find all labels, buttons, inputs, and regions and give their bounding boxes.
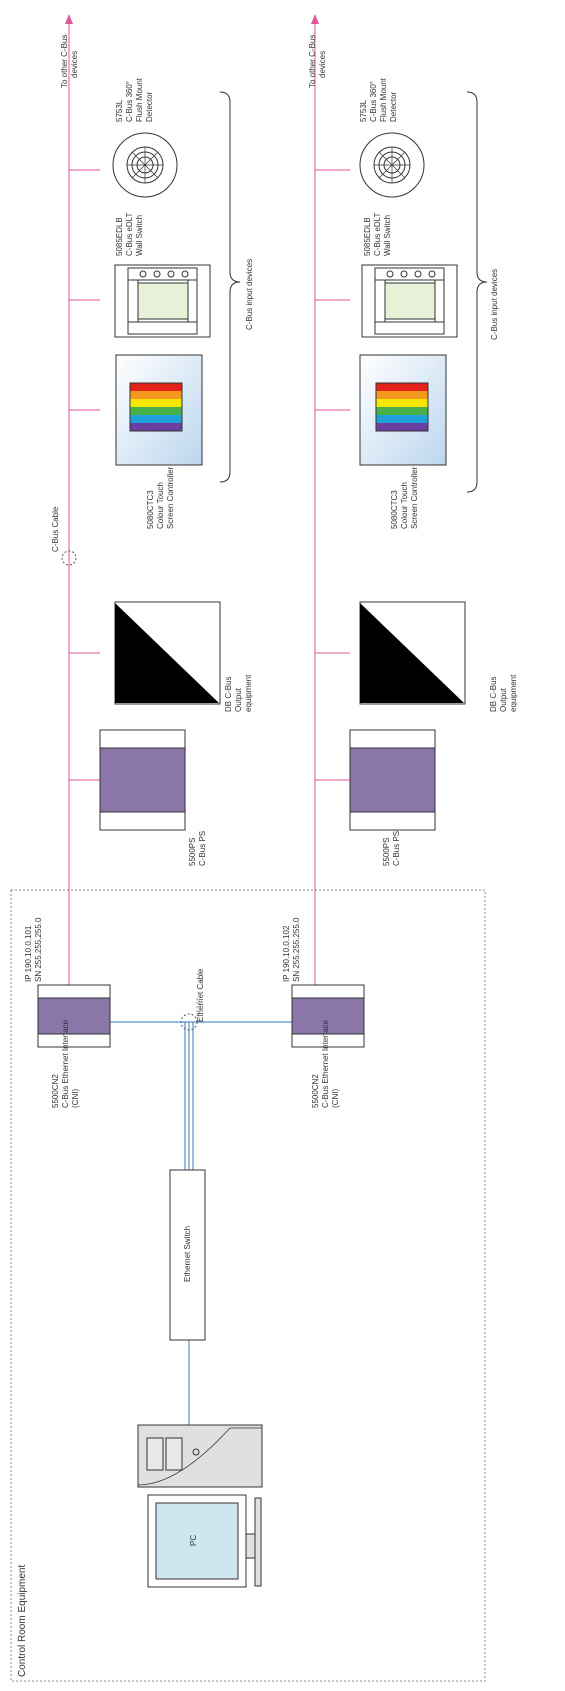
cni-2-label-line-3: (CNI) [331,1089,340,1108]
pc-monitor-icon [147,1494,262,1588]
cni-2-address-line-1: IP 190.10.0.102 [282,925,291,982]
output-1-label-line-3: equipment [244,674,253,712]
detector-1-label-line-3: Flush Mount [135,77,144,122]
detector-2-label-line-2: C-Bus 360° [369,81,378,122]
touch-screen-1-label-line-3: Screen Controller [166,466,175,529]
output-2-label-line-2: Output [499,687,508,712]
touch-screen-2-label-line-3: Screen Controller [410,466,419,529]
cbus-continue-arrow-1 [65,14,73,24]
cni-2-label-line-1: 5500CN2 [311,1074,320,1108]
power-supply-1-label-line-1: 5500PS [188,838,197,866]
cni-1-label-line-1: 5500CN2 [51,1074,60,1108]
cni-module-1 [37,984,111,1048]
ethernet-switch-label: Ethernet Switch [183,1226,192,1282]
cni-module-2 [291,984,365,1048]
pc-label: PC [189,1535,198,1546]
control-room-region [10,889,486,1682]
power-supply-1-label-line-2: C-Bus PS [198,831,207,866]
power-supply-1 [99,729,186,831]
wall-switch-1-label-line-1: 5085EDLB [115,217,124,256]
wall-switch-2-label-line-3: Wall Switch [383,215,392,256]
cbus-cable-marker [61,550,77,566]
ethernet-cable-marker [180,1013,198,1031]
touch-screen-controller-2 [359,354,447,466]
input-devices-1-label: C-Bus input devices [245,259,254,330]
output-1-label-line-2: Output [234,687,243,712]
other-devices-1-label-line-2: devices [70,51,79,78]
detector-2-label-line-4: Detector [389,91,398,122]
touch-screen-2-label-line-2: Colour Touch [400,482,409,529]
touch-screen-1-label-line-1: 5080CTC3 [146,490,155,529]
control-room-label: Control Room Equipment [17,1565,28,1677]
ethernet-switch [169,1169,206,1341]
other-devices-1-label-line-1: To other C-Bus [60,35,69,88]
ethernet-wiring [110,1021,292,1425]
touch-screen-2-label-line-1: 5080CTC3 [390,490,399,529]
wall-switch-2-label-line-2: C-Bus eDLT [373,212,382,256]
other-devices-2-label-line-1: To other C-Bus [308,35,317,88]
cni-1-address-line-1: IP 190.10.0.101 [24,925,33,982]
pc-tower-icon [137,1424,263,1488]
cbus-network-1-wiring [68,22,100,985]
ethernet-cable-label: Ethernet Cable [196,968,205,1022]
detector-2-label-line-3: Flush Mount [379,77,388,122]
output-equipment-2 [359,601,466,705]
detector-1-label-line-4: Detector [145,91,154,122]
input-devices-2-label: C-Bus input devices [490,269,499,340]
detector-1-label-line-1: 5753L [115,99,124,122]
cni-2-label-line-2: C-Bus Ethernet Interface [321,1019,330,1108]
cni-1-address-line-2: SN 255.255.255.0 [34,917,43,982]
power-supply-2-label-line-1: 5500PS [382,838,391,866]
output-2-label-line-3: equipment [509,674,518,712]
detector-1-label-line-2: C-Bus 360° [125,81,134,122]
output-equipment-1 [114,601,221,705]
cbus-network-2-wiring [314,22,350,985]
detector-2-label-line-1: 5753L [359,99,368,122]
wall-switch-2 [361,264,458,338]
motion-detector-2 [359,132,425,198]
input-devices-bracket-1 [219,91,241,483]
wall-switch-1 [114,264,211,338]
other-devices-2-label-line-2: devices [318,51,327,78]
cbus-cable-label: C-Bus Cable [51,506,60,552]
wall-switch-1-label-line-2: C-Bus eDLT [125,212,134,256]
cni-2-address-line-2: SN 255.255.255.0 [292,917,301,982]
cni-1-label-line-3: (CNI) [71,1089,80,1108]
wall-switch-2-label-line-1: 5085EDLB [363,217,372,256]
motion-detector-1 [112,132,178,198]
cbus-continue-arrow-2 [311,14,319,24]
touch-screen-1-label-line-2: Colour Touch [156,482,165,529]
output-2-label-line-1: DB C-Bus [489,676,498,712]
output-1-label-line-1: DB C-Bus [224,676,233,712]
touch-screen-controller-1 [115,354,203,466]
input-devices-bracket-2 [466,91,488,493]
wall-switch-1-label-line-3: Wall Switch [135,215,144,256]
power-supply-2 [349,729,436,831]
cni-1-label-line-2: C-Bus Ethernet Interface [61,1019,70,1108]
power-supply-2-label-line-2: C-Bus PS [392,831,401,866]
